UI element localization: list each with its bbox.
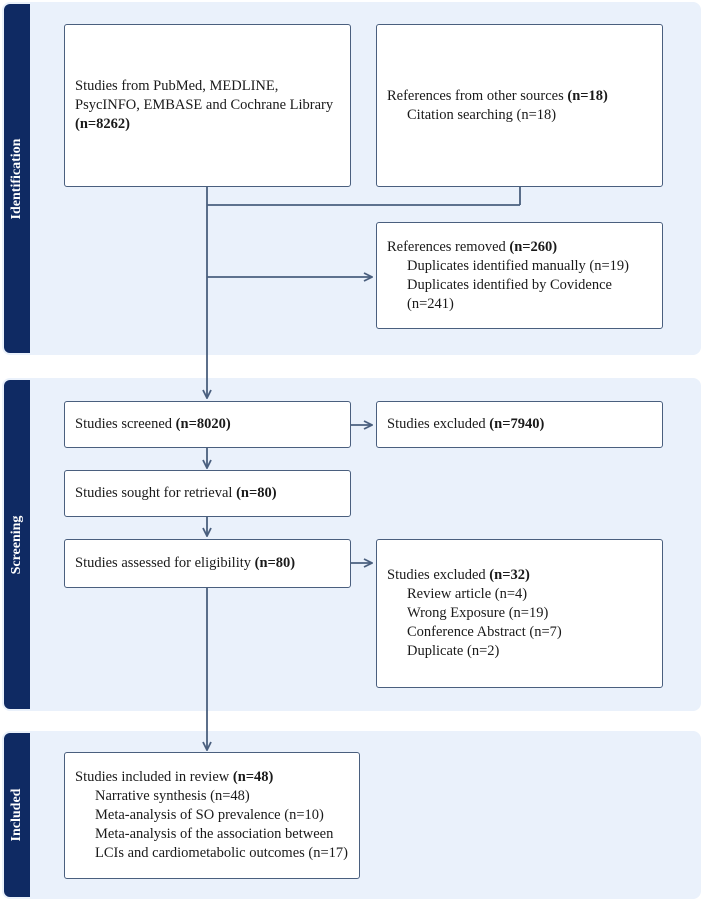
excluded-eligibility-item: Wrong Exposure (n=19) xyxy=(407,605,549,621)
other-sources-box: References from other sources (n=18) Cit… xyxy=(376,24,663,187)
databases-count: (n=8262) xyxy=(75,116,130,132)
eligibility-box: Studies assessed for eligibility (n=80) xyxy=(64,539,351,588)
removed-item: Duplicates identified manually (n=19) xyxy=(407,257,629,274)
excluded-eligibility-item: Duplicate (n=2) xyxy=(407,643,500,659)
excluded-screen-count: (n=7940) xyxy=(489,416,545,432)
screened-box: Studies screened (n=8020) xyxy=(64,401,351,448)
included-phase-bar: Included xyxy=(4,733,30,897)
other-sources-text: References from other sources xyxy=(387,87,568,104)
eligibility-count: (n=80) xyxy=(254,555,296,571)
included-box: Studies included in review (n=48) Narrat… xyxy=(64,752,360,879)
excluded-eligibility-item: Conference Abstract (n=7) xyxy=(407,624,562,640)
identification-phase-bar: Identification xyxy=(4,4,30,353)
screened-count: (n=8020) xyxy=(175,416,231,432)
eligibility-text: Studies assessed for eligibility xyxy=(75,555,255,571)
other-sources-count: (n=18) xyxy=(567,87,608,104)
excluded-eligibility-box: Studies excluded (n=32) Review article (… xyxy=(376,539,663,688)
other-sources-item: Citation searching (n=18) xyxy=(407,106,557,123)
databases-box: Studies from PubMed, MEDLINE, PsycINFO, … xyxy=(64,24,351,187)
retrieval-count: (n=80) xyxy=(236,485,277,501)
included-item: Meta-analysis of SO prevalence (n=10) xyxy=(95,807,324,823)
retrieval-box: Studies sought for retrieval (n=80) xyxy=(64,470,351,517)
included-count: (n=48) xyxy=(232,769,274,785)
excluded-eligibility-item: Review article (n=4) xyxy=(407,586,528,602)
excluded-screen-box: Studies excluded (n=7940) xyxy=(376,401,663,448)
databases-text: Studies from PubMed, MEDLINE, PsycINFO, … xyxy=(75,78,334,113)
screened-text: Studies screened xyxy=(75,416,176,432)
retrieval-text: Studies sought for retrieval xyxy=(75,485,237,501)
removed-count: (n=260) xyxy=(509,238,558,255)
excluded-screen-text: Studies excluded xyxy=(387,416,490,432)
included-item: Meta-analysis of the association between… xyxy=(95,826,348,861)
removed-text: References removed xyxy=(387,238,510,255)
removed-item: Duplicates identified by Covidence (n=24… xyxy=(407,276,612,312)
included-text: Studies included in review xyxy=(75,769,233,785)
screening-phase-bar: Screening xyxy=(4,380,30,709)
excluded-eligibility-count: (n=32) xyxy=(489,567,530,583)
removed-box: References removed (n=260) Duplicates id… xyxy=(376,222,663,329)
excluded-eligibility-text: Studies excluded xyxy=(387,567,490,583)
included-item: Narrative synthesis (n=48) xyxy=(95,788,250,804)
